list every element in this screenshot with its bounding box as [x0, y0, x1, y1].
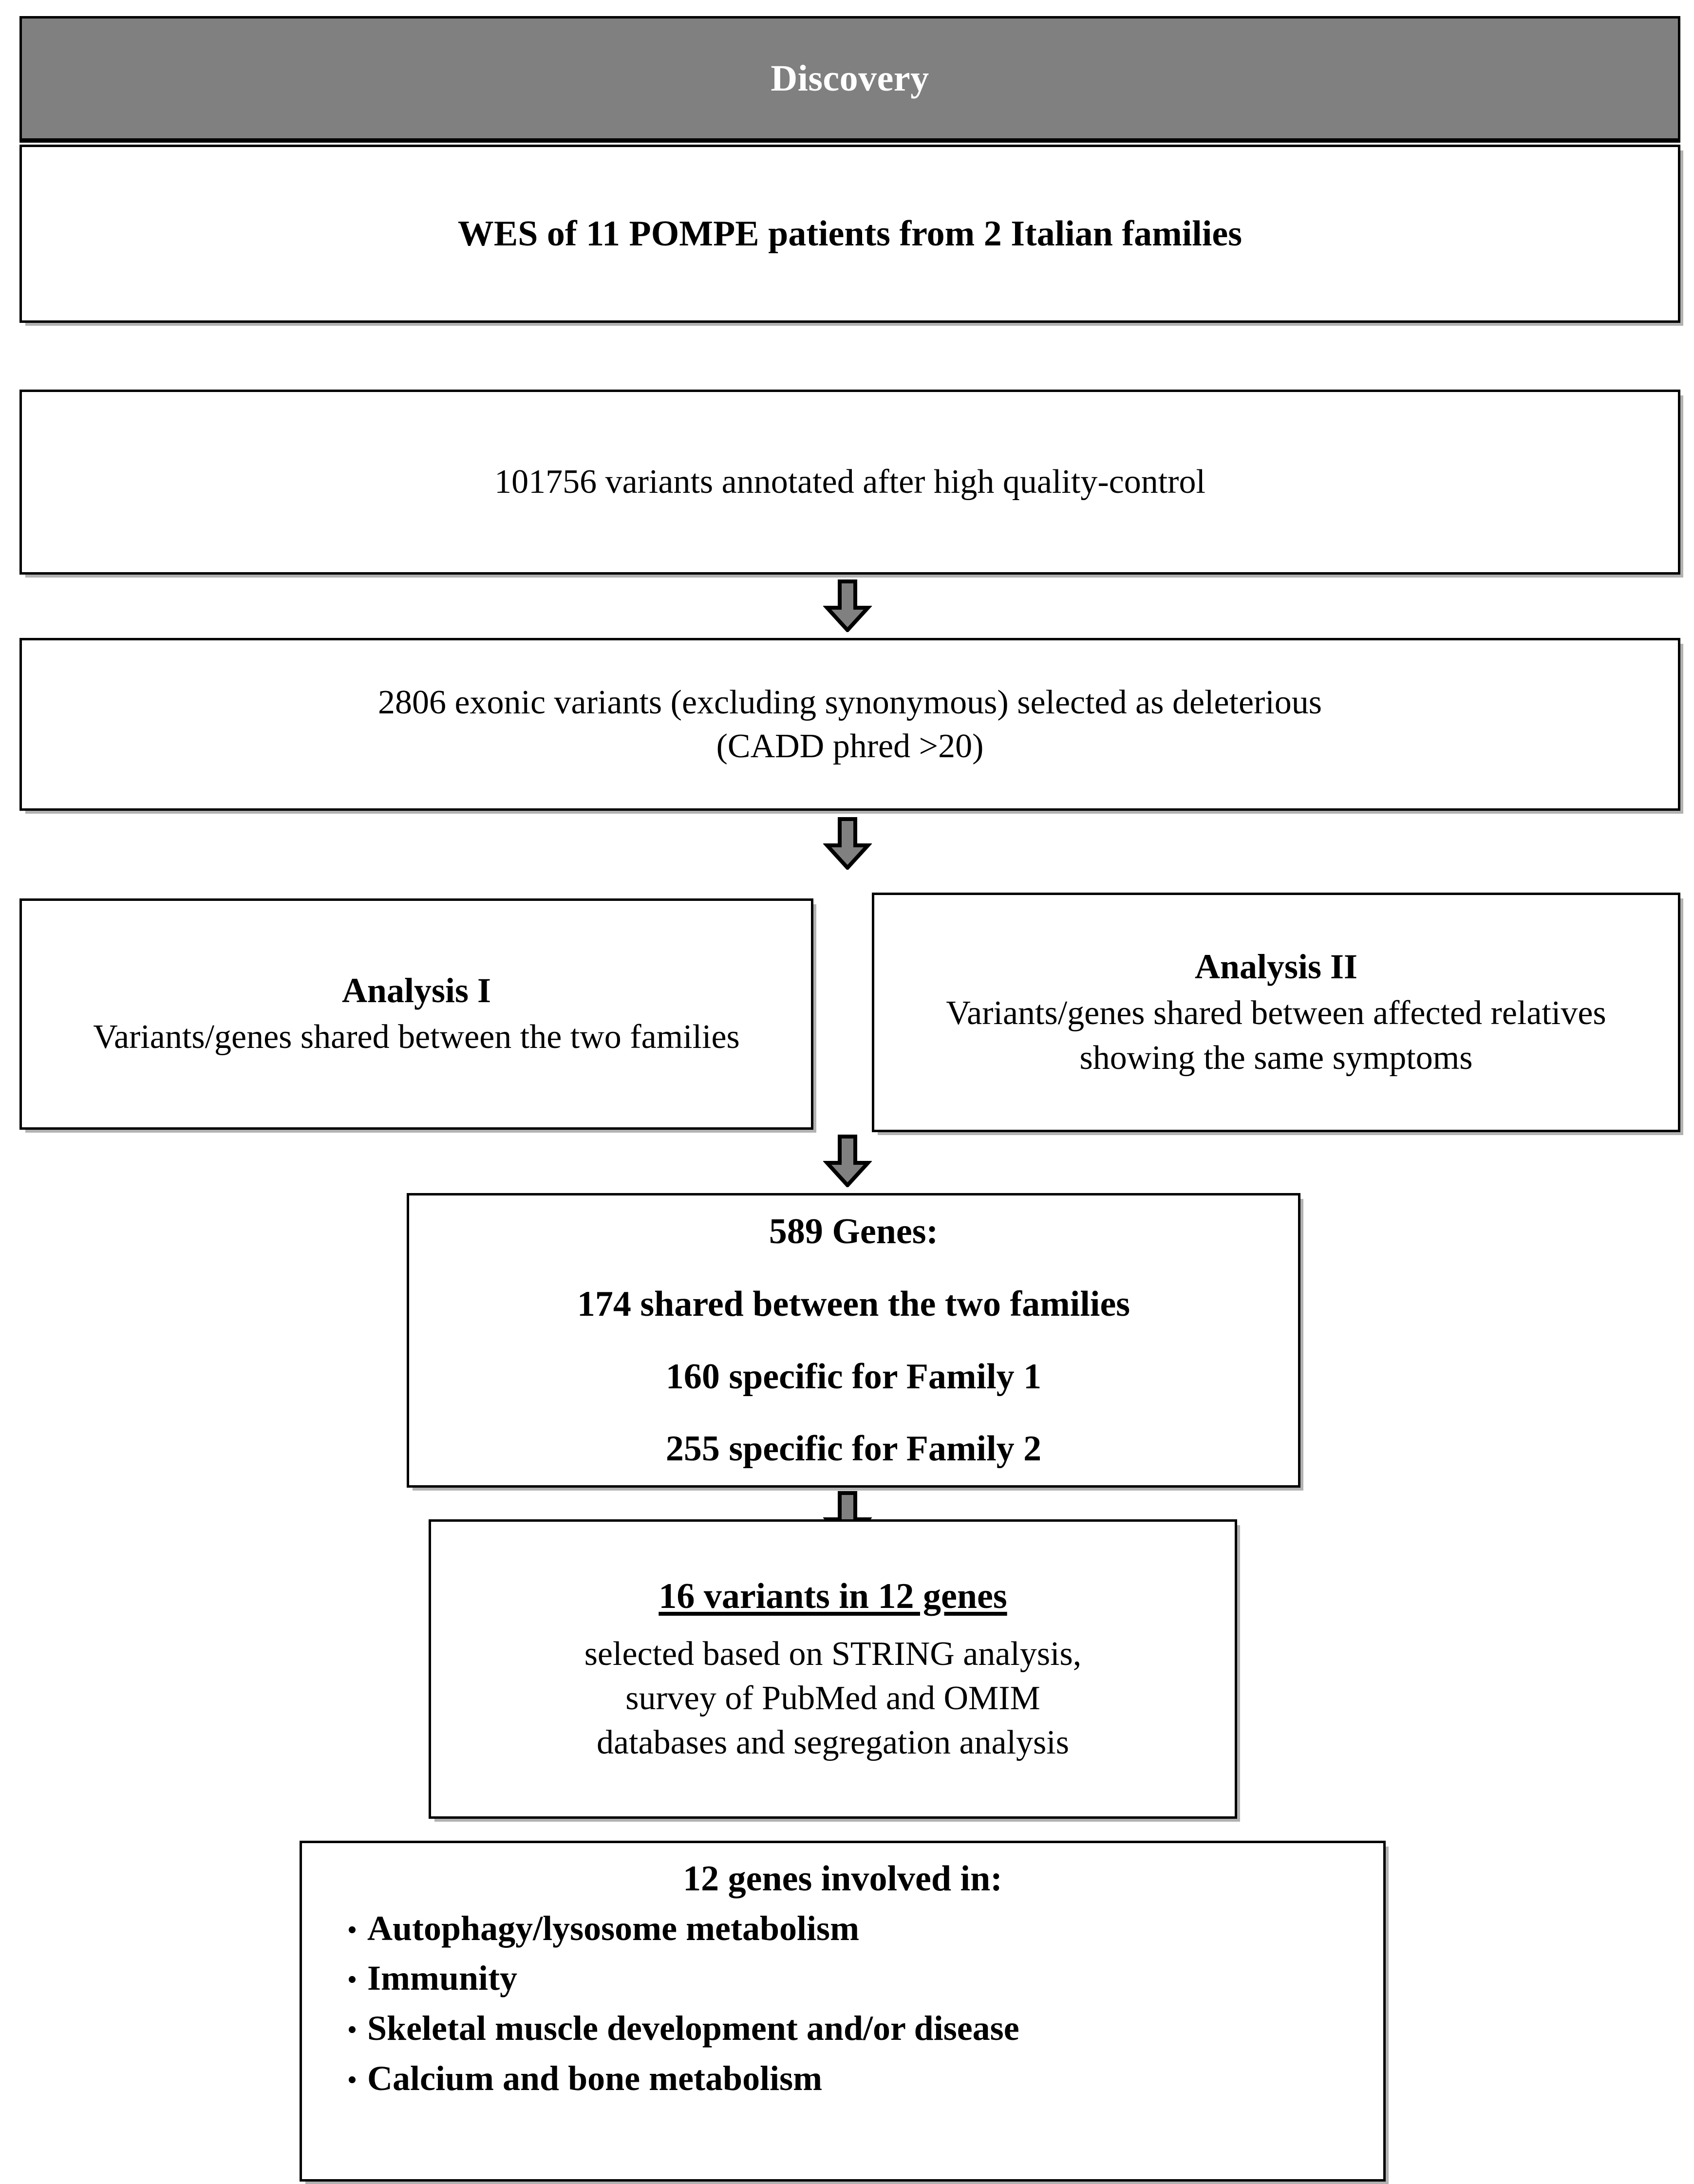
589-genes-lines: 589 Genes: 174 shared between the two fa… [409, 1209, 1298, 1472]
list-item-label: Autophagy/lysosome metabolism [367, 1908, 860, 1948]
analysis-ii-description: Variants/genes shared between affected r… [946, 994, 1606, 1077]
bullet-dot-icon: • [347, 2066, 357, 2094]
list-item-label: Calcium and bone metabolism [367, 2058, 823, 2098]
list-item: • Skeletal muscle development and/or dis… [337, 2009, 1383, 2048]
16-variants-sub3: databases and segregation analysis [597, 1724, 1069, 1762]
flow-arrow-down-1 [823, 579, 872, 632]
list-item: • Immunity [337, 1959, 1383, 1998]
16-variants-sub1: selected based on STRING analysis, [584, 1635, 1082, 1673]
589-genes-family2: 255 specific for Family 2 [665, 1429, 1042, 1469]
box-genes-involved: 12 genes involved in: • Autophagy/lysoso… [300, 1841, 1386, 2182]
16-variants-headline: 16 variants in 12 genes [659, 1576, 1007, 1616]
box-analysis-ii: Analysis II Variants/genes shared betwee… [872, 893, 1680, 1132]
list-item: • Calcium and bone metabolism [337, 2059, 1383, 2098]
16-variants-sub2: survey of PubMed and OMIM [625, 1680, 1040, 1717]
genes-involved-list: • Autophagy/lysosome metabolism • Immuni… [302, 1909, 1383, 2109]
analysis-i-title: Analysis I [341, 971, 491, 1010]
flow-arrow-down-2 [823, 817, 872, 870]
box-exonic-variants-line2: (CADD phred >20) [716, 727, 984, 765]
box-16-variants: 16 variants in 12 genes selected based o… [429, 1519, 1237, 1819]
box-589-genes: 589 Genes: 174 shared between the two fa… [407, 1193, 1300, 1488]
589-genes-shared: 174 shared between the two families [577, 1284, 1130, 1324]
list-item: • Autophagy/lysosome metabolism [337, 1909, 1383, 1948]
bullet-dot-icon: • [347, 1966, 357, 1994]
box-exonic-variants: 2806 exonic variants (excluding synonymo… [19, 638, 1680, 811]
box-exonic-variants-line1: 2806 exonic variants (excluding synonymo… [377, 683, 1322, 721]
flow-arrow-down-3 [823, 1135, 872, 1187]
box-variants-annotated: 101756 variants annotated after high qua… [19, 390, 1680, 575]
genes-involved-title: 12 genes involved in: [683, 1859, 1002, 1899]
box-wes-patients: WES of 11 POMPE patients from 2 Italian … [19, 145, 1680, 323]
list-item-label: Skeletal muscle development and/or disea… [367, 2008, 1019, 2048]
box-variants-annotated-text: 101756 variants annotated after high qua… [494, 463, 1205, 501]
analysis-ii-title: Analysis II [1194, 947, 1358, 986]
bullet-dot-icon: • [347, 1916, 357, 1944]
page-title: Discovery [771, 57, 929, 99]
589-genes-heading: 589 Genes: [769, 1212, 939, 1252]
16-variants-lines: 16 variants in 12 genes selected based o… [431, 1573, 1235, 1765]
analysis-i-description: Variants/genes shared between the two fa… [93, 1018, 740, 1056]
discovery-header-band: Discovery [19, 16, 1680, 143]
589-genes-family1: 160 specific for Family 1 [665, 1356, 1042, 1397]
box-wes-text: WES of 11 POMPE patients from 2 Italian … [457, 213, 1242, 254]
list-item-label: Immunity [367, 1959, 518, 1998]
box-analysis-i: Analysis I Variants/genes shared between… [19, 898, 813, 1130]
bullet-dot-icon: • [347, 2016, 357, 2044]
